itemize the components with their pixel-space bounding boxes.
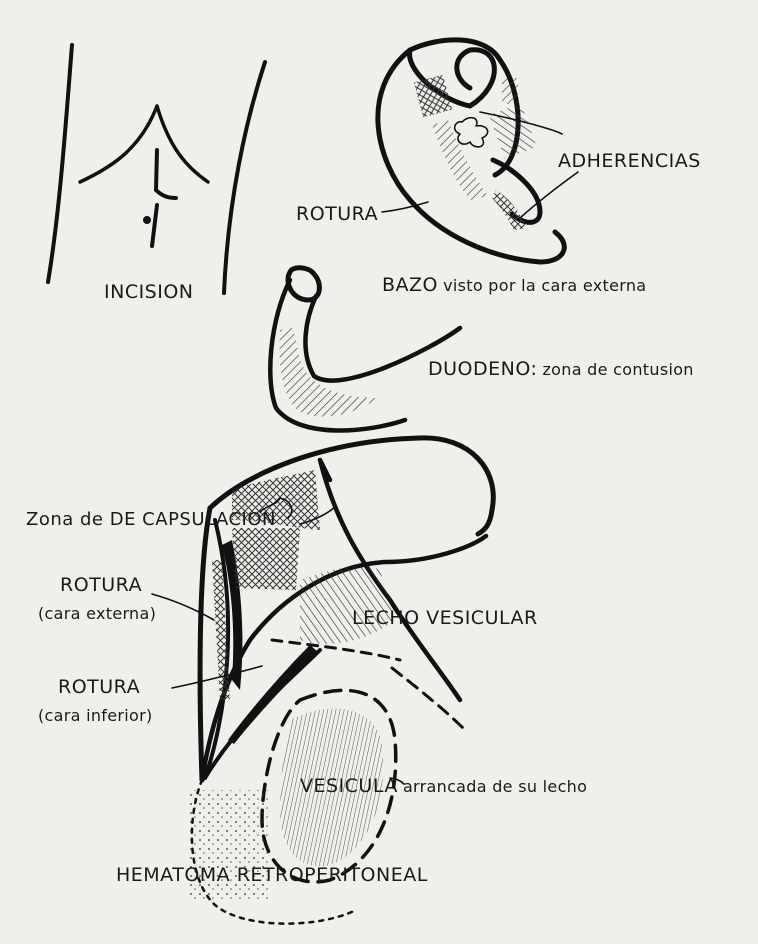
label-duodeno-title: DUODENO:: [428, 358, 537, 380]
leader-rotura-inferior: [172, 666, 262, 688]
label-vesicula-desc: arrancada de su lecho: [403, 777, 587, 796]
label-zona-decapsulacion: Zona de DE CAPSULACION: [26, 511, 276, 529]
leader-rotura-externa: [152, 594, 214, 620]
label-lecho-vesicular: LECHO VESICULAR: [352, 609, 538, 628]
label-rotura-inferior: ROTURA: [58, 678, 140, 697]
label-adherencias: ADHERENCIAS: [558, 152, 701, 171]
gallbladder-figure: [190, 690, 404, 923]
label-rotura-externa: ROTURA: [60, 576, 142, 595]
label-bazo: BAZO visto por la cara externa: [382, 276, 646, 295]
incision-figure: [48, 45, 265, 293]
label-rotura-inferior-sub: (cara inferior): [38, 708, 153, 724]
label-bazo-title: BAZO: [382, 274, 438, 296]
label-incision: INCISION: [104, 283, 194, 302]
label-duodeno-desc: zona de contusion: [542, 360, 693, 379]
label-vesicula: VESICULA arrancada de su lecho: [300, 777, 587, 796]
label-bazo-desc: visto por la cara externa: [443, 276, 646, 295]
label-vesicula-title: VESICULA: [300, 775, 398, 797]
label-rotura-externa-sub: (cara externa): [38, 606, 156, 622]
label-hematoma: HEMATOMA RETROPERITONEAL: [116, 866, 428, 885]
spleen-figure: [378, 40, 578, 262]
label-duodeno: DUODENO: zona de contusion: [428, 360, 694, 379]
label-rotura-bazo: ROTURA: [296, 205, 378, 224]
